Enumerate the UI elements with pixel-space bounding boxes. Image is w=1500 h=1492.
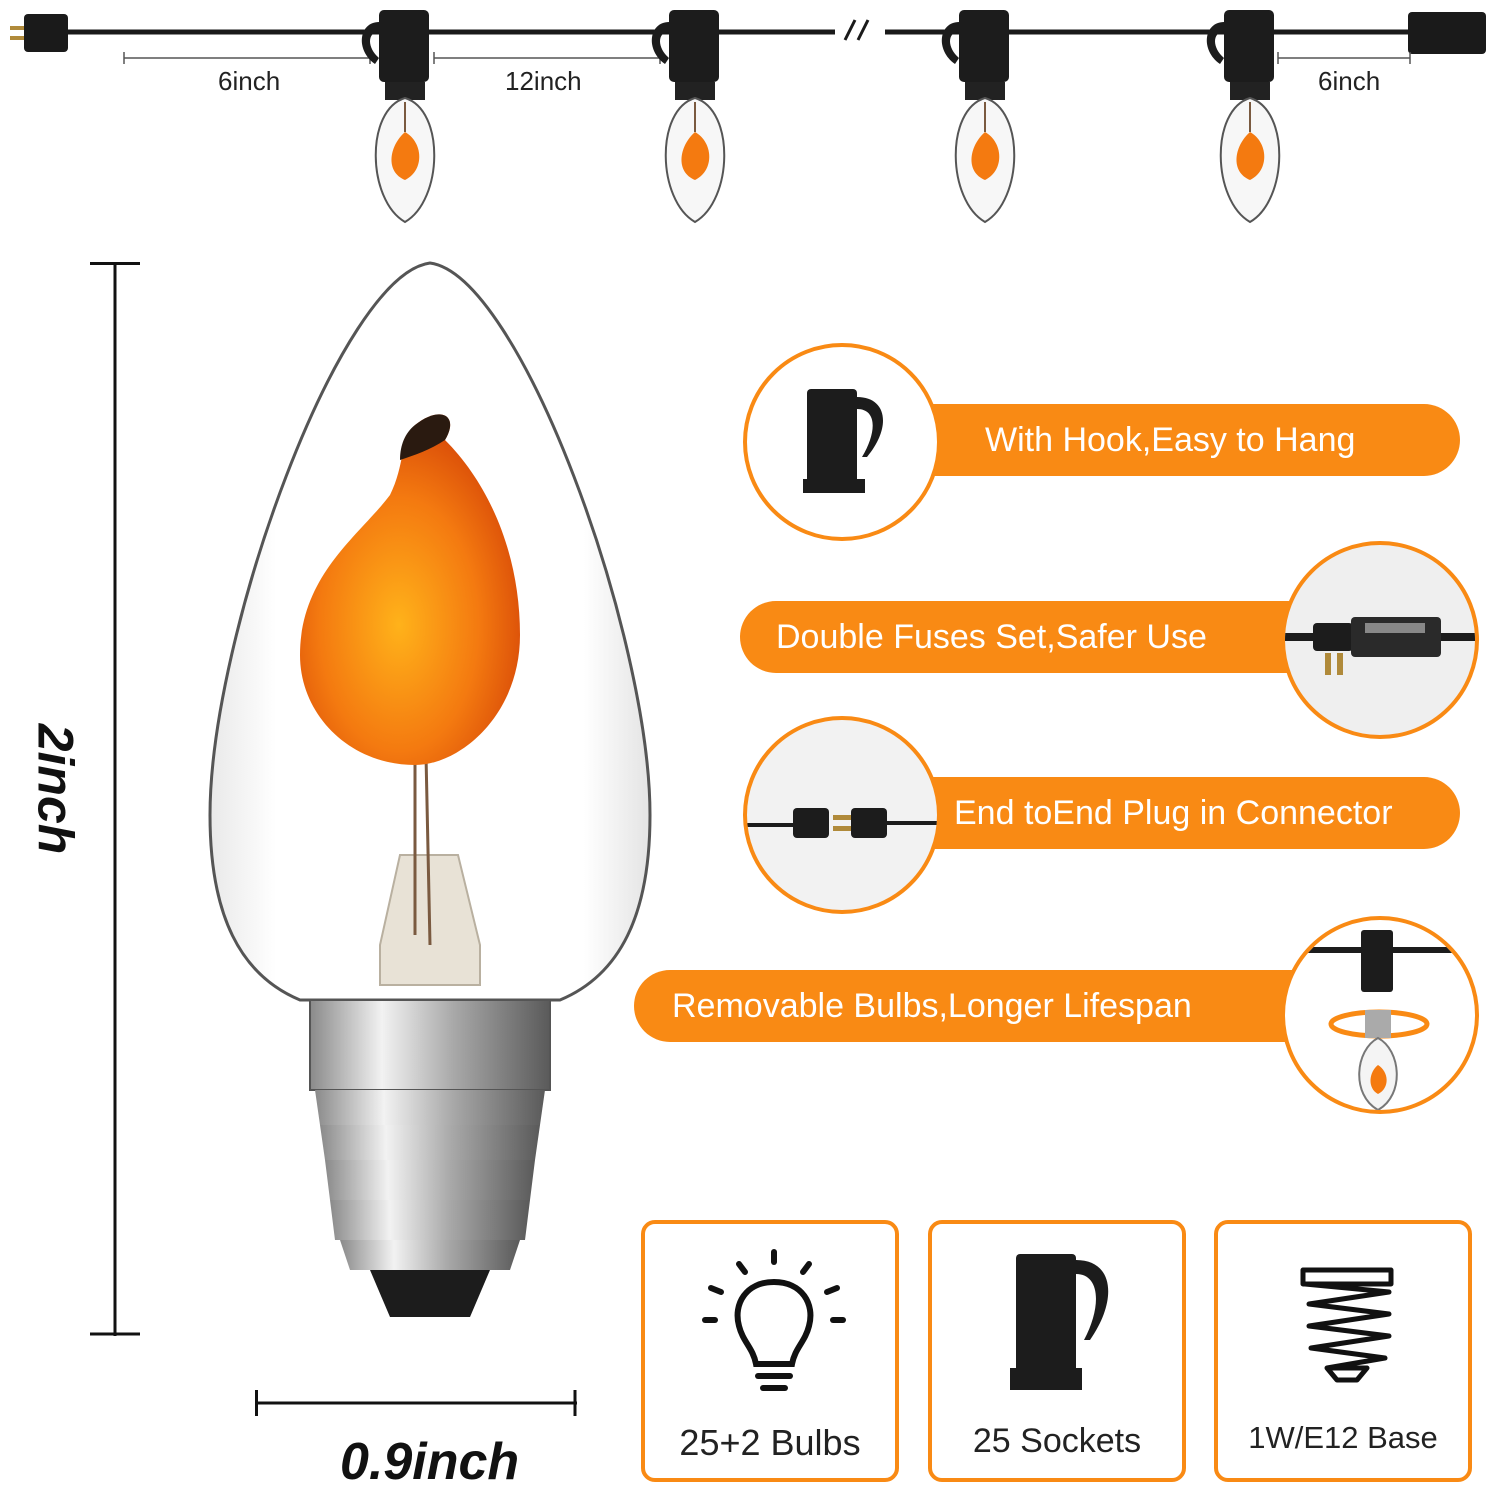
strand-bulb-3 (941, 10, 1016, 224)
feature-pill-fuses: Double Fuses Set,Safer Use (740, 601, 1350, 673)
spacing-label-last: 6inch (1318, 66, 1381, 96)
feature-label-removable: Removable Bulbs,Longer Lifespan (672, 986, 1192, 1025)
feature-label-connector: End toEnd Plug in Connector (954, 793, 1393, 832)
strand-bulb-1 (361, 10, 436, 224)
lightbulb-icon (702, 1249, 846, 1391)
feature-label-hook: With Hook,Easy to Hang (985, 420, 1356, 459)
width-dimension-label: 0.9inch (340, 1433, 520, 1491)
flame-bulb-image (208, 261, 652, 1317)
spec-box-sockets: 25 Sockets (928, 1220, 1186, 1482)
spacing-label-first: 6inch (218, 66, 281, 96)
feature-pill-removable: Removable Bulbs,Longer Lifespan (634, 970, 1354, 1042)
break-mark-icon (843, 19, 870, 41)
removable-bulb-icon (1281, 916, 1479, 1114)
strand-bulb-4 (1206, 10, 1281, 224)
strand-bulb-2 (651, 10, 726, 224)
end-to-end-plug-icon (743, 716, 941, 914)
spec-label-sockets: 25 Sockets (972, 1422, 1142, 1460)
socket-hook-icon (743, 343, 941, 541)
fused-plug-icon (1281, 541, 1479, 739)
spec-box-base: 1W/E12 Base (1214, 1220, 1472, 1482)
string-light-strand (10, 10, 1486, 224)
male-plug-icon (10, 14, 68, 52)
spacing-label-middle: 12inch (505, 66, 582, 96)
spec-box-bulbs: 25+2 Bulbs (641, 1220, 899, 1482)
feature-pill-connector: End toEnd Plug in Connector (850, 777, 1460, 849)
spec-label-bulbs: 25+2 Bulbs (679, 1422, 861, 1463)
feature-label-fuses: Double Fuses Set,Safer Use (776, 617, 1207, 656)
width-dimension-line (255, 1390, 577, 1416)
spec-label-base: 1W/E12 Base (1248, 1420, 1438, 1455)
e12-base-icon (1300, 1267, 1394, 1383)
socket-icon (1010, 1254, 1109, 1390)
feature-pill-hook: With Hook,Easy to Hang (840, 404, 1460, 476)
female-connector-icon (1408, 12, 1486, 54)
height-dimension-label: 2inch (27, 723, 84, 855)
height-dimension-line (90, 262, 140, 1336)
